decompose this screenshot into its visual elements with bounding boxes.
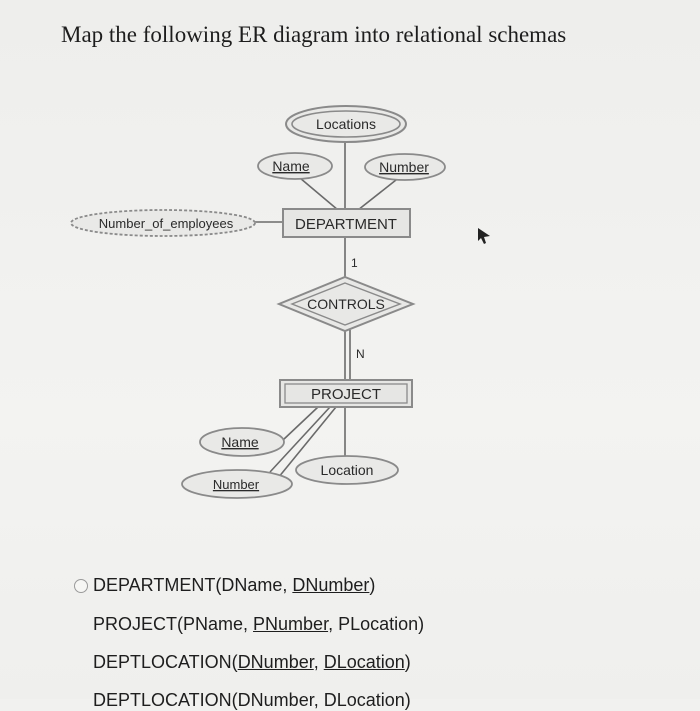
attr-proj-location: Location [295,455,399,485]
answer-line-1: DEPARTMENT(DName, DNumber) [93,575,376,595]
entity-department-label: DEPARTMENT [295,216,397,233]
er-diagram: Locations Name Number Number_of_employee… [70,105,490,499]
attr-proj-number: Number [181,469,293,499]
question-text: Map the following ER diagram into relati… [61,22,567,47]
cursor-icon [478,228,490,244]
attr-num-employees-label: Number_of_employees [99,216,234,231]
attr-proj-name: Name [199,427,285,457]
answer-option-radio[interactable] [74,579,88,593]
answer-line-3: DEPTLOCATION(DNumber, DLocation) [93,652,411,672]
attr-proj-name-label: Name [221,434,259,450]
answer-line-4-cutoff: DEPTLOCATION(DNumber, DLocation) [93,690,411,710]
attr-num-employees: Number_of_employees [70,209,256,237]
relationship-controls: CONTROLS [276,275,416,333]
attr-dept-name: Name [257,152,333,180]
cardinality-dept: 1 [351,256,358,270]
attr-dept-number: Number [364,153,446,181]
entity-project-label: PROJECT [311,386,381,403]
attr-dept-number-label: Number [379,159,429,175]
attr-proj-location-label: Location [321,462,374,478]
connector-lines [254,141,397,479]
attr-locations: Locations [285,105,407,143]
answer-line-2: PROJECT(PName, PNumber, PLocation) [93,614,425,634]
relationship-controls-label: CONTROLS [307,296,385,312]
cardinality-proj: N [356,347,365,361]
entity-department: DEPARTMENT [282,208,411,238]
entity-project: PROJECT [279,379,413,408]
attr-proj-number-label: Number [213,477,260,492]
attr-locations-label: Locations [316,116,376,132]
attr-dept-name-label: Name [272,158,310,174]
